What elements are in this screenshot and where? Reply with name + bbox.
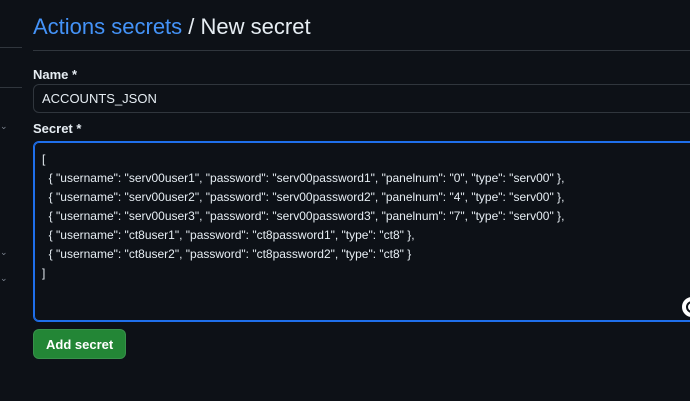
- secret-line: { "username": "ct8user2", "password": "c…: [42, 247, 412, 261]
- chevron-down-icon[interactable]: ⌄: [0, 273, 8, 283]
- chevron-down-icon[interactable]: ⌄: [0, 247, 8, 257]
- secret-line: { "username": "serv00user1", "password":…: [42, 171, 565, 185]
- breadcrumb-separator: /: [188, 14, 195, 39]
- page-title: Actions secrets / New secret: [33, 14, 311, 40]
- secret-line: { "username": "serv00user3", "password":…: [42, 209, 565, 223]
- breadcrumb-current: New secret: [200, 14, 311, 39]
- secret-label: Secret *: [33, 121, 82, 136]
- sidebar-divider: [0, 47, 22, 48]
- title-divider: [33, 50, 690, 51]
- secret-name-input[interactable]: [33, 84, 690, 113]
- secret-line: [: [42, 152, 46, 166]
- secret-line: { "username": "serv00user2", "password":…: [42, 190, 565, 204]
- add-secret-button[interactable]: Add secret: [33, 329, 127, 359]
- secret-line: { "username": "ct8user1", "password": "c…: [42, 228, 415, 242]
- sidebar-divider: [0, 87, 22, 88]
- name-label: Name *: [33, 67, 78, 82]
- chevron-down-icon[interactable]: ⌄: [0, 121, 8, 131]
- secret-line: ]: [42, 266, 46, 280]
- breadcrumb-actions-secrets-link[interactable]: Actions secrets: [33, 14, 183, 39]
- secret-value-textarea[interactable]: [ { "username": "serv00user1", "password…: [33, 141, 690, 322]
